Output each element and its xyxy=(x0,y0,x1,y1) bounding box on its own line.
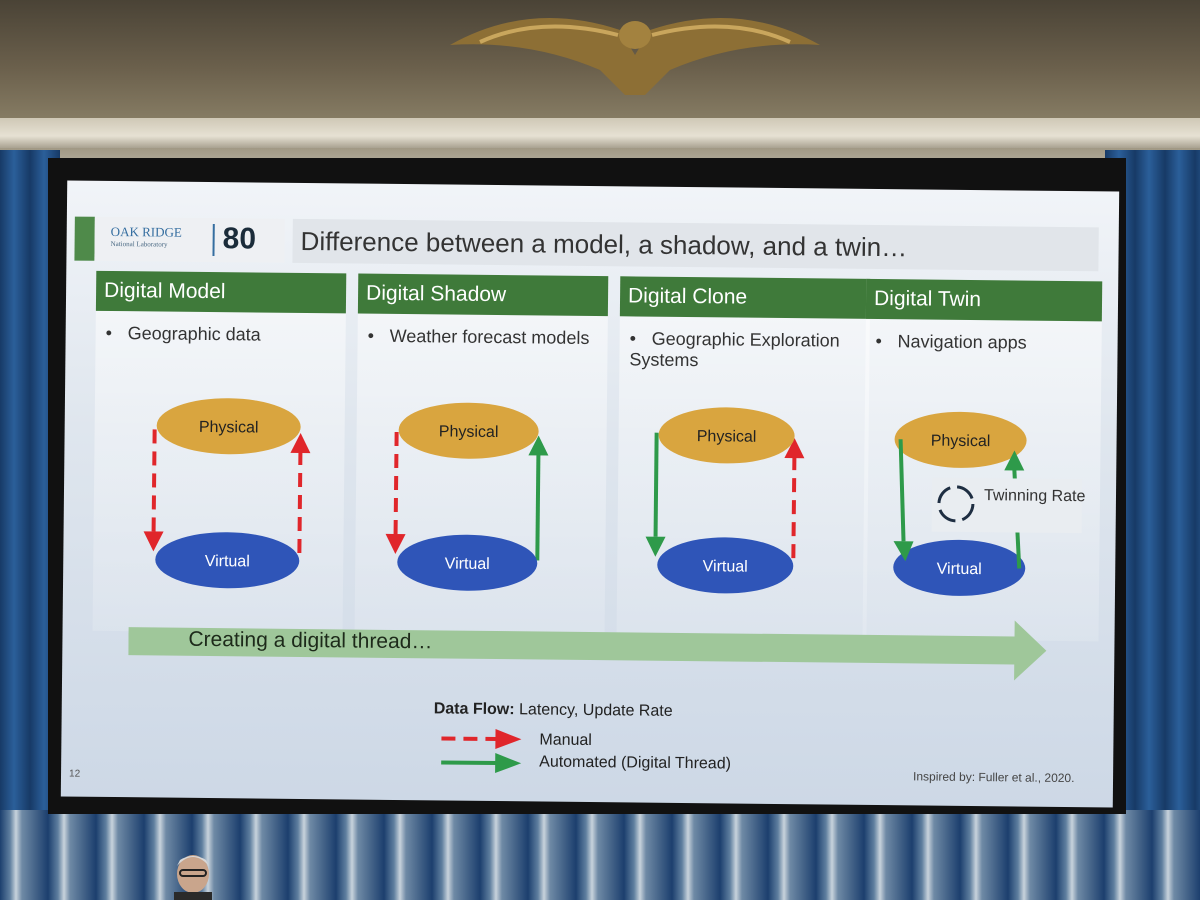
logo-anniversary: 80 xyxy=(222,222,257,256)
eagle-ornament-icon xyxy=(450,17,820,95)
legend-manual-arrow xyxy=(441,736,498,742)
physical-ellipse xyxy=(894,411,1027,468)
logo: OAK RIDGE National Laboratory 80 xyxy=(94,216,285,263)
legend-auto-arrow xyxy=(441,760,498,766)
citation-credit: Inspired by: Fuller et al., 2020. xyxy=(912,769,1075,786)
virtual-label: Virtual xyxy=(205,553,250,570)
column-bullet-text: Geographic Exploration Systems xyxy=(629,328,840,371)
flow-diagram: Physical Virtual Twinning Rate xyxy=(893,411,1086,596)
logo-accent-bar xyxy=(74,216,95,261)
column-digital-model: Digital Model •Geographic data Physical … xyxy=(92,270,347,634)
flow-diagram: Physical Virtual xyxy=(143,398,311,589)
column-heading: Digital Clone xyxy=(619,276,871,319)
legend-automated-label: Automated (Digital Thread) xyxy=(539,753,732,773)
auto-arrowhead-down xyxy=(645,536,666,557)
manual-arrowhead-up xyxy=(784,438,805,459)
presenter-head xyxy=(174,855,212,900)
auto-arrowhead-up xyxy=(528,435,549,456)
flow-diagram: Physical Virtual xyxy=(385,402,549,591)
wall-molding xyxy=(0,118,1200,148)
auto-arrowhead-up xyxy=(1004,450,1025,471)
legend-title-rest: Latency, Update Rate xyxy=(514,701,673,720)
auto-arrowhead-down xyxy=(893,541,914,562)
page-number: 12 xyxy=(68,768,81,780)
column-digital-twin: Digital Twin •Navigation apps Physical V… xyxy=(862,278,1103,642)
virtual-ellipse xyxy=(657,537,794,594)
physical-ellipse xyxy=(156,398,301,455)
virtual-ellipse xyxy=(893,539,1026,596)
column-bullet-text: Geographic data xyxy=(127,323,261,345)
column-bullet: •Geographic data xyxy=(105,322,261,345)
digital-thread-arrow xyxy=(128,620,1047,681)
auto-arrow-up xyxy=(535,453,541,561)
virtual-ellipse xyxy=(155,532,300,589)
legend: Manual Automated (Digital Thread) xyxy=(67,181,1119,774)
legend-title: Data Flow: Latency, Update Rate xyxy=(434,700,673,721)
auto-arrow-down xyxy=(653,432,659,537)
legend-arrows xyxy=(441,729,522,774)
logo-subname: National Laboratory xyxy=(110,239,168,249)
legend-auto-arrowhead xyxy=(495,753,522,774)
manual-arrowhead-down xyxy=(143,531,164,552)
physical-label: Physical xyxy=(697,428,757,446)
physical-label: Physical xyxy=(199,419,259,437)
virtual-label: Virtual xyxy=(703,558,748,575)
legend-manual-arrowhead xyxy=(495,729,522,750)
logo-separator xyxy=(212,224,215,257)
physical-ellipse xyxy=(398,402,539,459)
slide-title: Difference between a model, a shadow, an… xyxy=(292,218,1099,272)
column-heading: Digital Twin xyxy=(865,278,1103,322)
column-digital-shadow: Digital Shadow •Weather forecast models … xyxy=(354,273,609,637)
manual-arrowhead-down xyxy=(385,533,406,554)
legend-title-bold: Data Flow: xyxy=(433,700,515,719)
column-heading: Digital Shadow xyxy=(357,273,609,317)
manual-arrow-up xyxy=(791,456,797,559)
flow-diagram: Physical Virtual xyxy=(645,407,805,594)
auto-arrow-down xyxy=(898,439,906,542)
column-bullet: •Navigation apps xyxy=(875,330,1027,353)
physical-label: Physical xyxy=(931,433,991,451)
presentation-slide: OAK RIDGE National Laboratory 80 Differe… xyxy=(60,180,1120,808)
column-bullet-text: Navigation apps xyxy=(897,331,1027,353)
column-digital-clone: Digital Clone •Geographic Exploration Sy… xyxy=(616,276,871,639)
virtual-label: Virtual xyxy=(937,561,982,578)
manual-arrow-up xyxy=(297,452,303,553)
physical-ellipse xyxy=(658,407,795,464)
twinning-rate-label: Twinning Rate xyxy=(984,487,1086,505)
column-bullet: •Weather forecast models xyxy=(367,325,590,348)
virtual-label: Virtual xyxy=(445,555,490,572)
column-bullet: •Geographic Exploration Systems xyxy=(629,328,840,371)
refresh-cycle-icon xyxy=(937,485,975,523)
column-heading: Digital Model xyxy=(95,270,347,314)
legend-manual-label: Manual xyxy=(539,731,592,750)
virtual-ellipse xyxy=(397,534,538,591)
manual-arrow-down xyxy=(393,431,399,534)
manual-arrow-down xyxy=(151,429,157,532)
digital-thread-label: Creating a digital thread… xyxy=(188,627,433,654)
manual-arrowhead-up xyxy=(290,432,311,454)
physical-label: Physical xyxy=(439,423,499,441)
logo-name: OAK RIDGE National Laboratory xyxy=(110,224,182,252)
twinning-rate-box xyxy=(931,477,1083,534)
column-bullet-text: Weather forecast models xyxy=(389,325,590,348)
